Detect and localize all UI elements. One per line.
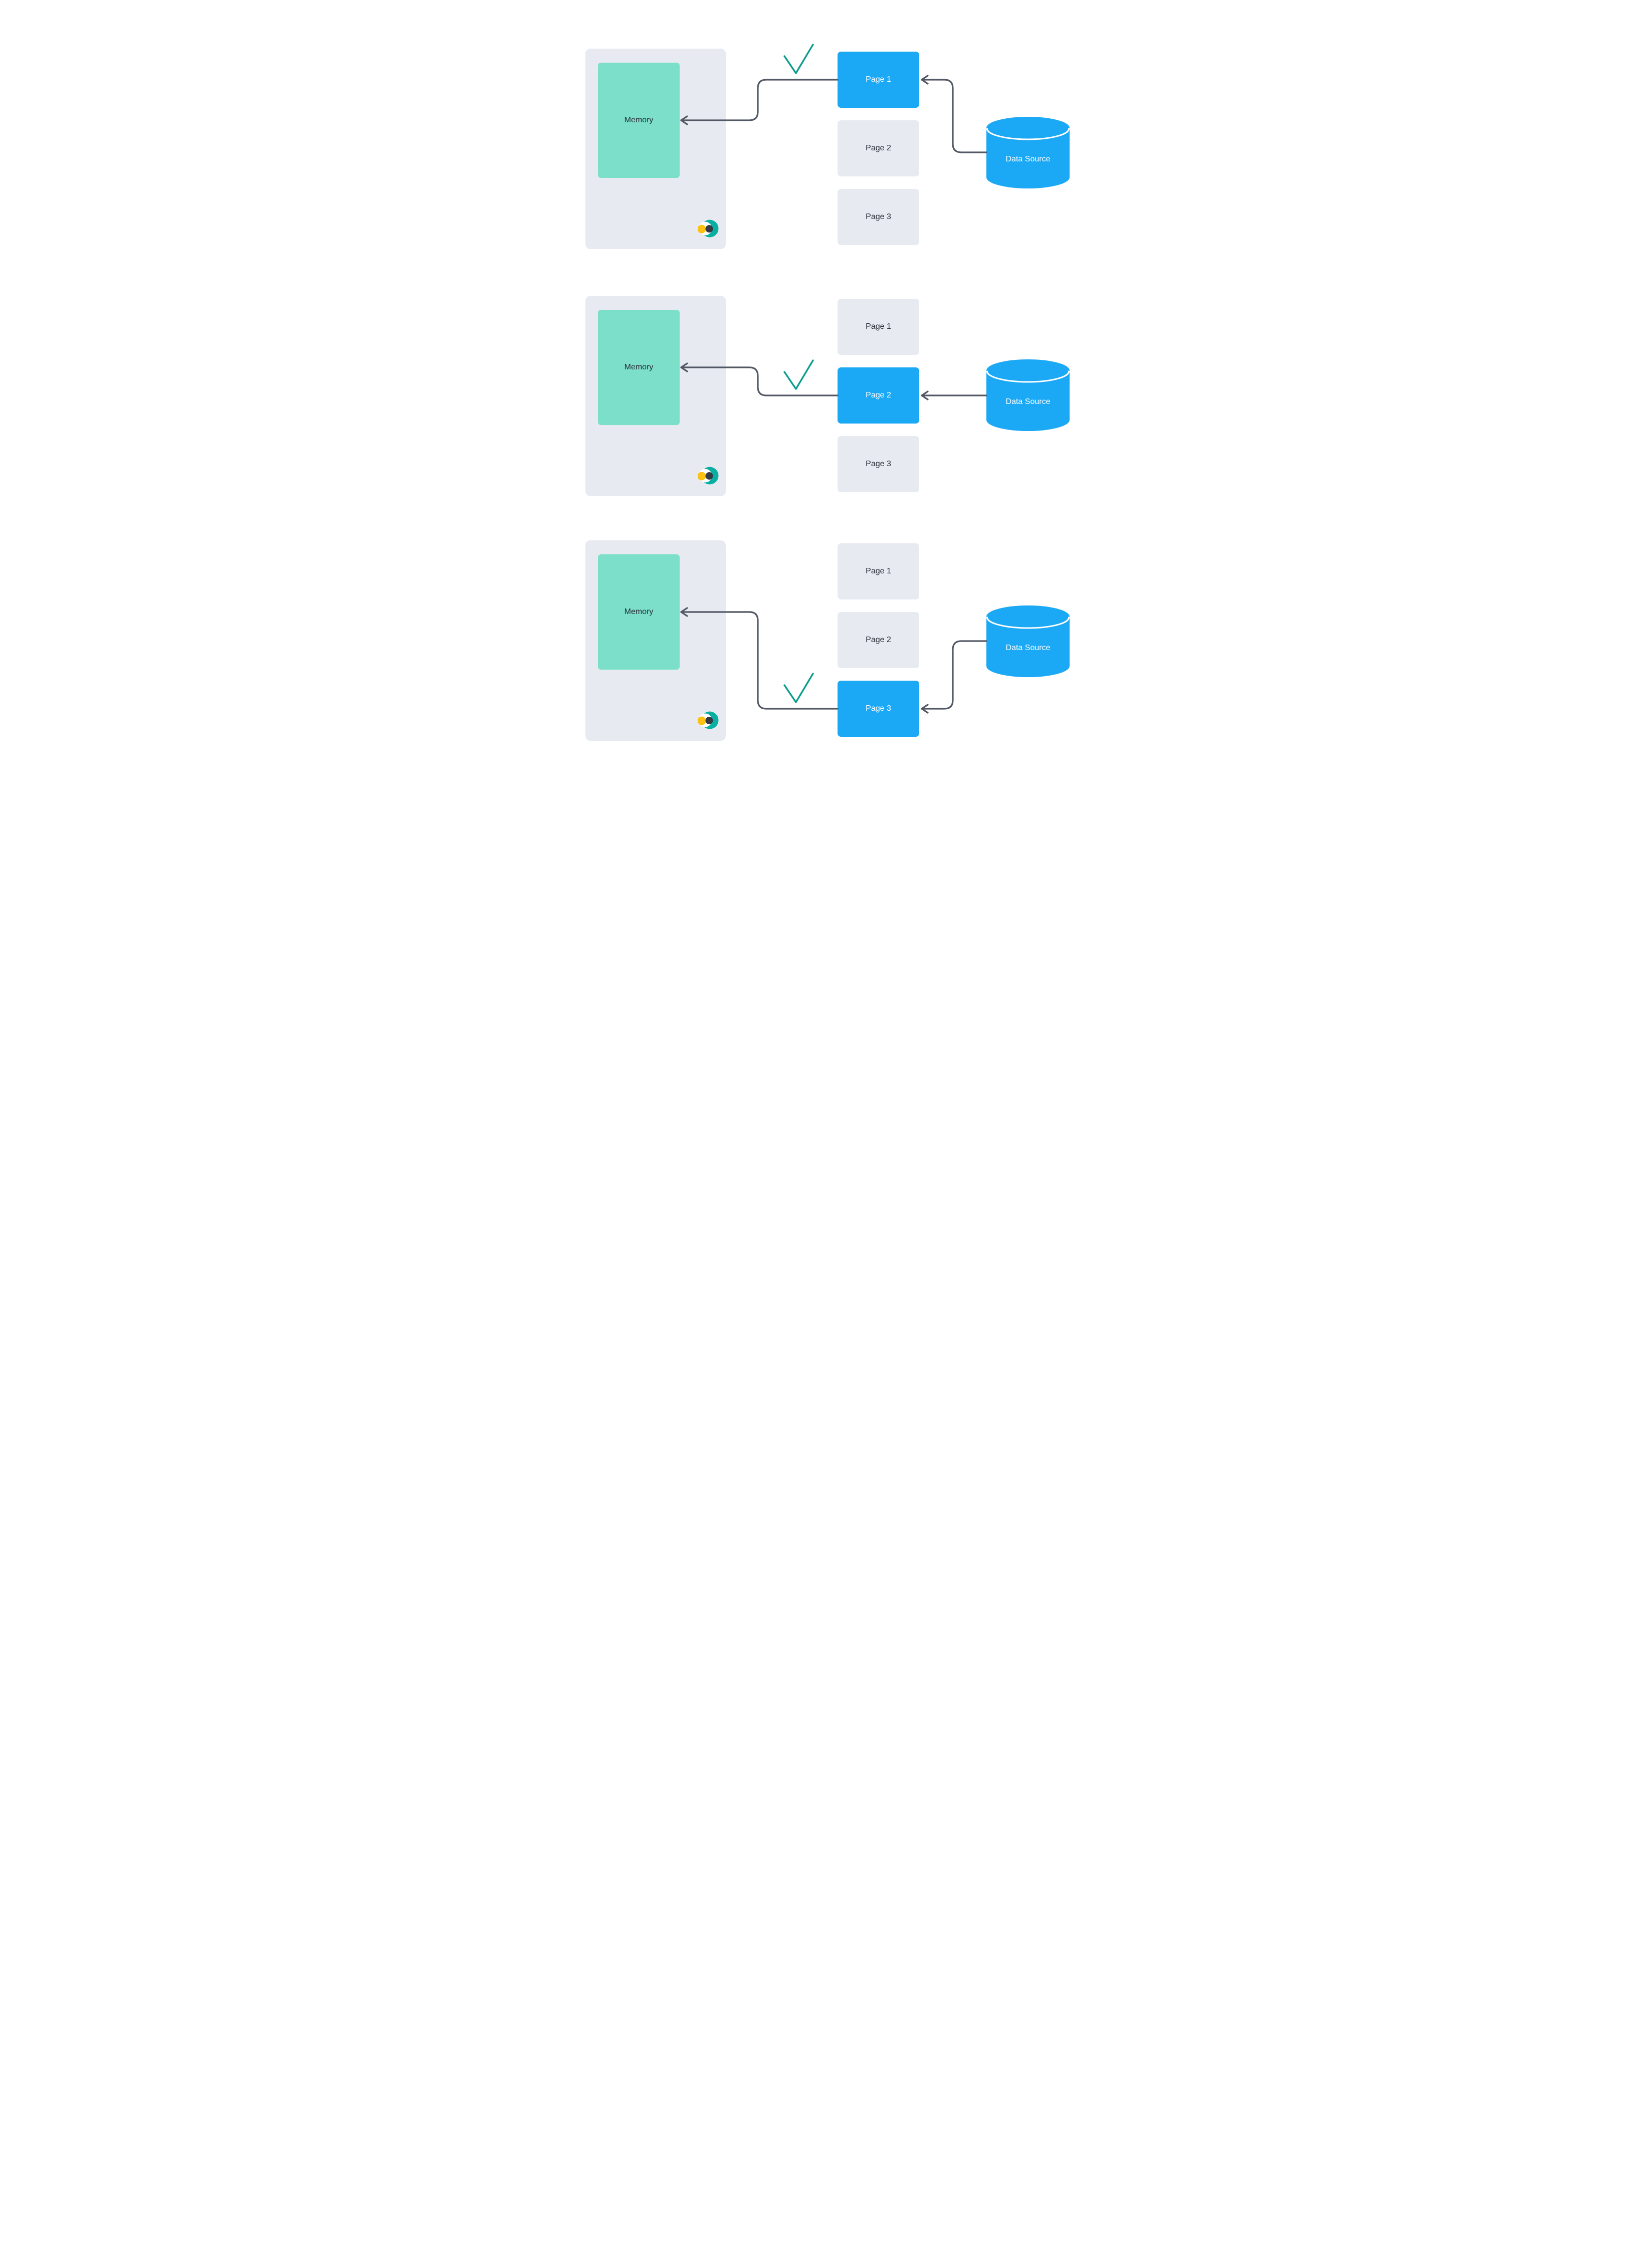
arrow-datasource-to-page1	[921, 79, 987, 153]
page-box-1: Page 1	[838, 52, 919, 108]
page-box-2: Page 2	[838, 367, 919, 424]
arrow-datasource-to-page3	[921, 640, 987, 710]
memory-label: Memory	[624, 363, 654, 371]
page-box-2: Page 2	[838, 612, 919, 668]
checkmark-icon	[783, 673, 814, 703]
data-source-label: Data Source	[1005, 397, 1051, 406]
page-box-1: Page 1	[838, 299, 919, 355]
page-label: Page 1	[866, 567, 891, 575]
page-label: Page 3	[866, 213, 891, 221]
data-source: Data Source	[986, 117, 1070, 188]
data-source-label: Data Source	[1005, 155, 1051, 163]
left-arrowhead-icon	[921, 75, 929, 85]
left-arrowhead-icon	[921, 704, 929, 714]
page-label: Page 2	[866, 636, 891, 644]
brand-moon-logo-icon	[698, 220, 719, 238]
checkmark-icon	[783, 359, 814, 390]
data-source: Data Source	[986, 605, 1070, 677]
database-cylinder-icon	[986, 359, 1070, 431]
paging-diagram: Memory Page 1 Page 2 Page 3 Data Source	[540, 0, 1112, 782]
page-label: Page 1	[866, 75, 891, 84]
checkmark-icon	[783, 44, 814, 74]
page-box-1: Page 1	[838, 543, 919, 599]
page-label: Page 2	[866, 391, 891, 399]
memory-label: Memory	[624, 607, 654, 616]
page-label: Page 3	[866, 460, 891, 468]
database-cylinder-icon	[986, 117, 1070, 188]
page-box-2: Page 2	[838, 120, 919, 176]
brand-moon-logo-icon	[698, 467, 719, 485]
data-source-label: Data Source	[1005, 644, 1051, 652]
data-source: Data Source	[986, 359, 1070, 431]
brand-moon-logo-icon	[698, 711, 719, 729]
memory-box: Memory	[598, 310, 680, 425]
left-arrowhead-icon	[921, 390, 929, 400]
page-box-3: Page 3	[838, 436, 919, 492]
page-label: Page 2	[866, 144, 891, 152]
page-box-3: Page 3	[838, 189, 919, 245]
page-label: Page 3	[866, 704, 891, 713]
memory-label: Memory	[624, 116, 654, 124]
database-cylinder-icon	[986, 605, 1070, 677]
memory-box: Memory	[598, 554, 680, 670]
page-label: Page 1	[866, 322, 891, 331]
page-box-3: Page 3	[838, 681, 919, 737]
memory-box: Memory	[598, 63, 680, 178]
